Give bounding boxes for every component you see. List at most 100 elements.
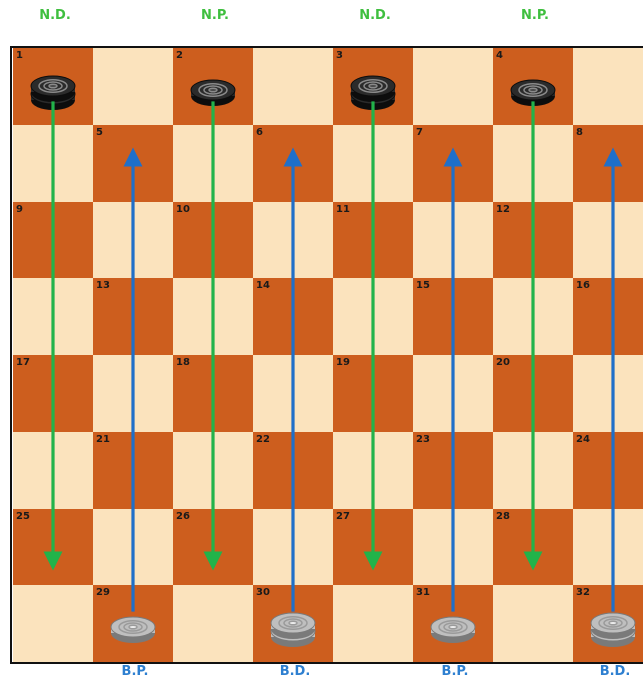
light-square[interactable] [333, 278, 413, 355]
square-14[interactable]: 14 [253, 278, 333, 355]
square-26[interactable]: 26 [173, 509, 253, 586]
square-4[interactable]: 4 [493, 48, 573, 125]
square-20[interactable]: 20 [493, 355, 573, 432]
light-square[interactable] [253, 509, 333, 586]
light-square[interactable] [93, 509, 173, 586]
square-number: 17 [16, 358, 30, 368]
light-square[interactable] [573, 355, 643, 432]
square-18[interactable]: 18 [173, 355, 253, 432]
light-square[interactable] [333, 585, 413, 662]
square-number: 12 [496, 205, 510, 215]
square-30[interactable]: 30 [253, 585, 333, 662]
bottom-label-3: B.P. [420, 664, 490, 679]
top-label-2: N.P. [180, 8, 250, 23]
square-number: 5 [96, 128, 103, 138]
square-9[interactable]: 9 [13, 202, 93, 279]
light-square[interactable] [253, 48, 333, 125]
light-square[interactable] [13, 585, 93, 662]
light-square[interactable] [573, 202, 643, 279]
square-number: 24 [576, 435, 590, 445]
square-number: 29 [96, 588, 110, 598]
square-23[interactable]: 23 [413, 432, 493, 509]
light-square[interactable] [333, 125, 413, 202]
square-number: 11 [336, 205, 350, 215]
square-number: 22 [256, 435, 270, 445]
light-square[interactable] [493, 585, 573, 662]
square-1[interactable]: 1 [13, 48, 93, 125]
square-29[interactable]: 29 [93, 585, 173, 662]
square-22[interactable]: 22 [253, 432, 333, 509]
light-square[interactable] [173, 125, 253, 202]
light-square[interactable] [93, 355, 173, 432]
square-11[interactable]: 11 [333, 202, 413, 279]
square-number: 13 [96, 281, 110, 291]
light-square[interactable] [93, 202, 173, 279]
bottom-label-4: B.D. [580, 664, 643, 679]
square-32[interactable]: 32 [573, 585, 643, 662]
square-number: 1 [16, 51, 23, 61]
light-square[interactable] [13, 432, 93, 509]
square-number: 14 [256, 281, 270, 291]
square-number: 2 [176, 51, 183, 61]
square-6[interactable]: 6 [253, 125, 333, 202]
square-3[interactable]: 3 [333, 48, 413, 125]
square-number: 25 [16, 512, 30, 522]
square-19[interactable]: 19 [333, 355, 413, 432]
square-number: 3 [336, 51, 343, 61]
light-square[interactable] [493, 432, 573, 509]
light-square[interactable] [253, 355, 333, 432]
square-16[interactable]: 16 [573, 278, 643, 355]
light-square[interactable] [173, 432, 253, 509]
light-square[interactable] [13, 125, 93, 202]
light-square[interactable] [333, 432, 413, 509]
square-28[interactable]: 28 [493, 509, 573, 586]
top-label-1: N.D. [20, 8, 90, 23]
square-2[interactable]: 2 [173, 48, 253, 125]
light-square[interactable] [493, 125, 573, 202]
square-number: 4 [496, 51, 503, 61]
square-number: 18 [176, 358, 190, 368]
square-15[interactable]: 15 [413, 278, 493, 355]
square-25[interactable]: 25 [13, 509, 93, 586]
square-number: 31 [416, 588, 430, 598]
square-24[interactable]: 24 [573, 432, 643, 509]
square-number: 26 [176, 512, 190, 522]
light-square[interactable] [573, 48, 643, 125]
square-number: 32 [576, 588, 590, 598]
square-5[interactable]: 5 [93, 125, 173, 202]
square-17[interactable]: 17 [13, 355, 93, 432]
light-square[interactable] [413, 509, 493, 586]
square-number: 21 [96, 435, 110, 445]
square-7[interactable]: 7 [413, 125, 493, 202]
square-12[interactable]: 12 [493, 202, 573, 279]
square-8[interactable]: 8 [573, 125, 643, 202]
square-number: 20 [496, 358, 510, 368]
square-21[interactable]: 21 [93, 432, 173, 509]
light-square[interactable] [253, 202, 333, 279]
square-13[interactable]: 13 [93, 278, 173, 355]
light-square[interactable] [173, 585, 253, 662]
light-square[interactable] [573, 509, 643, 586]
square-number: 19 [336, 358, 350, 368]
square-27[interactable]: 27 [333, 509, 413, 586]
light-square[interactable] [413, 48, 493, 125]
square-number: 15 [416, 281, 430, 291]
top-label-4: N.P. [500, 8, 570, 23]
bottom-label-1: B.P. [100, 664, 170, 679]
light-square[interactable] [413, 202, 493, 279]
light-square[interactable] [13, 278, 93, 355]
top-label-3: N.D. [340, 8, 410, 23]
square-number: 6 [256, 128, 263, 138]
square-number: 23 [416, 435, 430, 445]
square-number: 10 [176, 205, 190, 215]
bottom-label-2: B.D. [260, 664, 330, 679]
square-10[interactable]: 10 [173, 202, 253, 279]
square-number: 7 [416, 128, 423, 138]
light-square[interactable] [173, 278, 253, 355]
light-square[interactable] [493, 278, 573, 355]
light-square[interactable] [413, 355, 493, 432]
square-31[interactable]: 31 [413, 585, 493, 662]
light-square[interactable] [93, 48, 173, 125]
square-number: 28 [496, 512, 510, 522]
